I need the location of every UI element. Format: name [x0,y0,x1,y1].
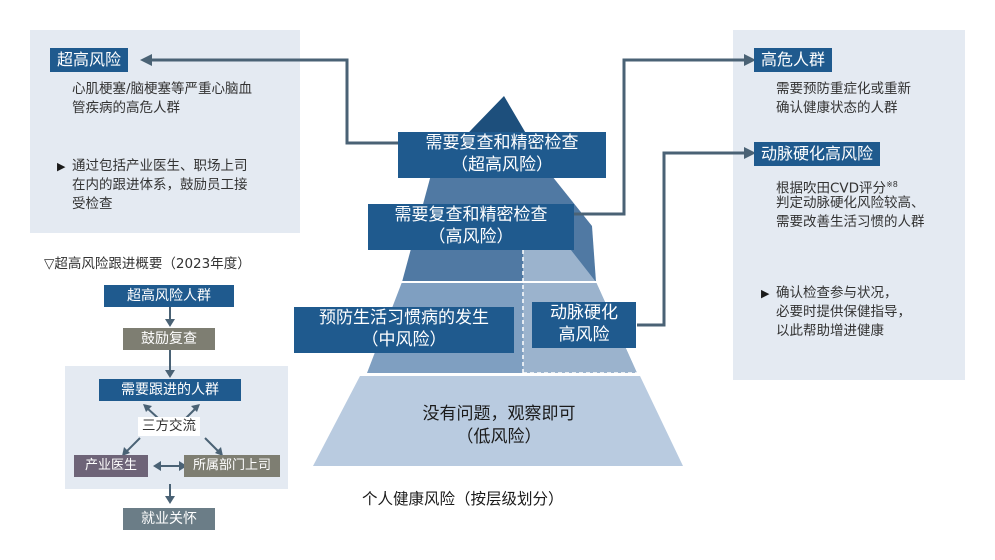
bullet-triangle-icon: ▶ [57,160,66,173]
super-high-risk-tag: 超高风险 [50,48,129,72]
followup-three-party-label: 三方交流 [138,417,200,436]
pyramid-medium-line2: （中风险） [361,330,447,350]
super-high-desc-line1: 心肌梗塞/脑梗塞等严重心脑血 [72,81,253,97]
high-risk-desc-line2: 确认健康状态的人群 [776,100,898,116]
pyramid-low-line1: 没有问题，观察即可 [422,404,576,424]
arterial-desc-line2: 判定动脉硬化风险较高、 [776,195,925,211]
followup-box-encourage-recheck: 鼓励复查 [123,328,215,350]
pyramid-super-high-line1: 需要复查和精密检查 [425,133,579,153]
pyramid-label-high: 需要复查和精密检查 （高风险） [368,204,574,250]
connector-arterial [637,151,745,327]
followup-box-super-high-group: 超高风险人群 [104,285,234,307]
connector-super-high [150,58,400,145]
pyramid-arterial-line2: 高风险 [558,325,610,345]
pyramid-high-line2: （高风险） [428,227,514,247]
pyramid-label-low: 没有问题，观察即可 （低风险） [388,403,610,449]
pyramid-super-high-line2: （超高风险） [451,155,553,175]
pyramid-caption: 个人健康风险（按层级划分） [362,490,564,508]
super-high-bullet-line2: 在内的跟进体系，鼓励员工接 [72,177,248,193]
high-risk-desc-line1: 需要预防重症化或重新 [776,81,911,97]
arterial-desc-line3: 需要改善生活习惯的人群 [776,214,925,230]
followup-box-employment-care: 就业关怀 [123,508,215,530]
arterial-desc-text: 根据吹田CVD评分 [776,180,887,197]
pyramid-arterial-line1: 动脉硬化 [550,303,618,323]
pyramid-medium-line1: 预防生活习惯病的发生 [319,308,489,328]
arterial-desc-line1: 根据吹田CVD评分※8 [776,175,898,199]
pyramid-high-line1: 需要复查和精密检查 [394,205,548,225]
footnote-ref: ※8 [886,180,898,189]
right-info-panel [733,30,965,380]
bullet-triangle-icon: ▶ [761,287,770,300]
pyramid-label-medium: 预防生活习惯病的发生 （中风险） [294,307,514,353]
high-risk-tag: 高危人群 [754,48,833,72]
right-bullet-line1: 确认检查参与状况， [776,285,898,301]
pyramid-low-line2: （低风险） [456,427,542,447]
right-bullet: ▶ 确认检查参与状况， 必要时提供保健指导， 以此帮助增进健康 [761,284,911,341]
right-bullet-line3: 以此帮助增进健康 [776,323,884,339]
super-high-desc-line2: 管疾病的高危人群 [72,100,180,116]
pyramid-label-super-high: 需要复查和精密检查 （超高风险） [398,132,606,178]
super-high-bullet: ▶ 通过包括产业医生、职场上司 在内的跟进体系，鼓励员工接 受检查 [57,157,248,214]
super-high-bullet-line1: 通过包括产业医生、职场上司 [72,158,248,174]
super-high-bullet-line3: 受检查 [72,196,113,212]
pyramid-level-low [313,376,683,466]
arterial-risk-tag: 动脉硬化高风险 [754,142,881,166]
followup-title: ▽超高风险跟进概要（2023年度） [44,256,251,272]
connector-high-risk [574,58,745,216]
followup-box-industrial-doctor: 产业医生 [74,455,148,477]
followup-box-supervisor: 所属部门上司 [184,455,280,477]
followup-box-followup-group: 需要跟进的人群 [99,379,241,401]
right-bullet-line2: 必要时提供保健指导， [776,304,911,320]
pyramid-label-arterial: 动脉硬化 高风险 [532,302,636,348]
